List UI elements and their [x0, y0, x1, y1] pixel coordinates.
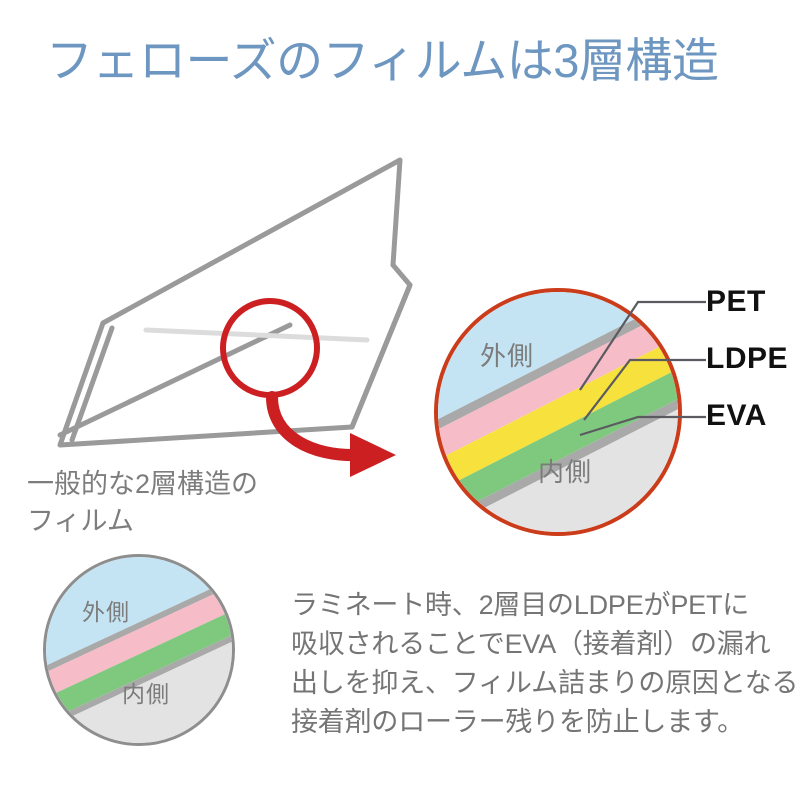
two-layer-band-stack: [46, 557, 232, 743]
laminating-pouch-illustration: [57, 157, 413, 448]
leader-line-eva: [579, 415, 706, 437]
description-line-1: ラミネート時、2層目のLDPEがPETに: [291, 590, 750, 620]
two-layer-detail-inner: [46, 557, 232, 743]
description-line-2: 吸収されることでEVA（接着剤）の漏れ: [291, 629, 771, 659]
three-layer-detail-circle: 外側 内側: [434, 288, 682, 536]
page-title: フェローズのフィルムは3層構造: [46, 34, 719, 87]
two-layer-caption: 一般的な2層構造の フィルム: [27, 466, 297, 539]
layer-leader-lines: [579, 300, 706, 437]
layer-label-pet: PET: [706, 285, 766, 318]
edge-callout-group: [220, 298, 396, 477]
layer-label-ldpe: LDPE: [706, 342, 789, 375]
detail-outside-label: 外側: [480, 341, 535, 371]
two-layer-caption-line2: フィルム: [27, 505, 134, 536]
layer-label-eva: EVA: [706, 399, 767, 432]
curved-arrow-head: [350, 433, 396, 477]
description-line-3: 出しを抑え、フィルム詰まりの原因となる: [291, 668, 799, 698]
leader-line-ldpe: [583, 358, 706, 421]
two-layer-detail-circle: 外側 内側: [43, 554, 235, 746]
edge-magnify-circle: [220, 298, 320, 398]
leader-line-pet: [579, 300, 706, 391]
two-layer-outside-label: 外側: [82, 599, 130, 625]
description-line-4: 接着剤のローラー残りを防止します。: [291, 707, 744, 737]
curved-arrow-shaft: [266, 391, 366, 462]
two-layer-inside-label: 内側: [122, 681, 170, 707]
two-layer-caption-line1: 一般的な2層構造の: [27, 469, 259, 499]
detail-inside-label: 内側: [538, 457, 593, 487]
description-paragraph: ラミネート時、2層目のLDPEがPETに 吸収されることでEVA（接着剤）の漏れ…: [291, 586, 799, 742]
